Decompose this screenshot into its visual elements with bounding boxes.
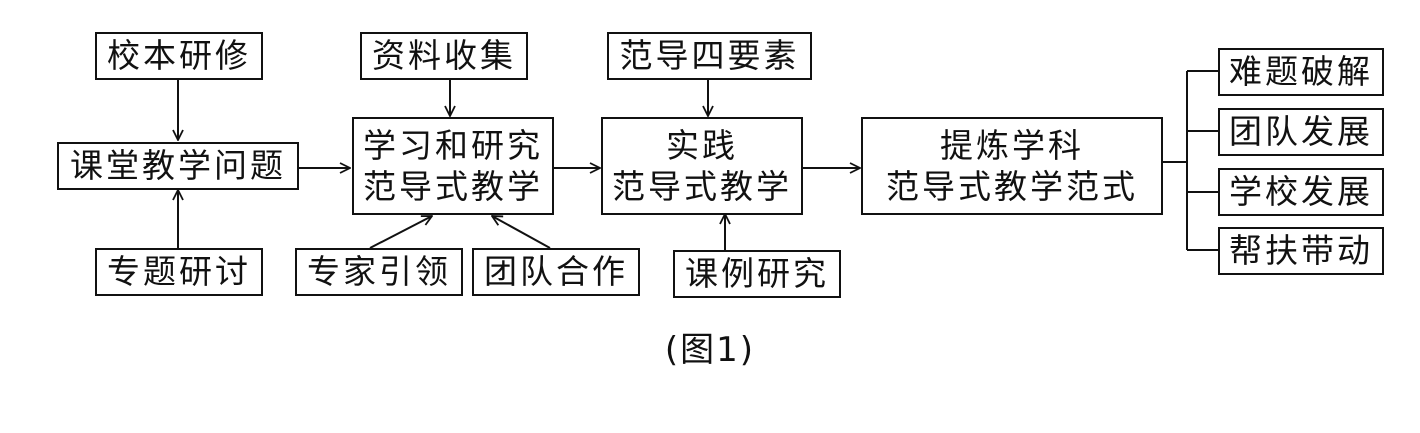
node-zhuanjia-yinling: 专家引领	[295, 248, 463, 296]
node-label: 资料收集	[372, 36, 516, 76]
node-label: 专家引领	[307, 252, 451, 292]
node-label: 校本研修	[107, 36, 251, 76]
node-tilian-xueke: 提炼学科 范导式教学范式	[861, 117, 1163, 215]
node-label: 团队合作	[484, 252, 628, 292]
node-label-line2: 范导式教学	[363, 167, 543, 206]
node-xuexiao-fazhan: 学校发展	[1218, 168, 1384, 216]
node-zhuanti-yantao: 专题研讨	[95, 248, 263, 296]
node-shijian: 实践 范导式教学	[601, 117, 803, 215]
node-label-line1: 提炼学科	[940, 125, 1084, 165]
node-ketang-jiaoxue-wenti: 课堂教学问题	[57, 142, 299, 190]
node-label: 课堂教学问题	[70, 146, 286, 186]
node-label: 专题研讨	[107, 252, 251, 292]
node-label: 课例研究	[685, 254, 829, 294]
figure-caption: (图1)	[664, 330, 756, 370]
node-xiaoben-yanxiu: 校本研修	[95, 32, 263, 80]
arrow-zhuanjia-to-xuexi	[369, 216, 432, 249]
node-label: 难题破解	[1229, 52, 1373, 92]
arrow-tuandui-to-xuexi	[492, 216, 551, 249]
node-label-line2: 范导式教学范式	[886, 167, 1138, 206]
node-tuandui-fazhan: 团队发展	[1218, 108, 1384, 156]
node-keli-yanjiu: 课例研究	[673, 250, 841, 298]
node-label-line1: 实践	[666, 125, 738, 165]
node-xuexi-yanjiu: 学习和研究 范导式教学	[352, 117, 554, 215]
node-tuandui-hezuo: 团队合作	[472, 248, 640, 296]
node-label: 范导四要素	[619, 36, 800, 76]
node-bangfu-daidong: 帮扶带动	[1218, 227, 1384, 275]
node-label: 团队发展	[1229, 112, 1373, 152]
node-label-line1: 学习和研究	[363, 125, 543, 165]
node-fandao-siyaosu: 范导四要素	[607, 32, 812, 80]
node-label: 学校发展	[1229, 172, 1373, 212]
node-label-line2: 范导式教学	[612, 167, 792, 206]
node-nanti-pojie: 难题破解	[1218, 48, 1384, 96]
node-label: 帮扶带动	[1229, 231, 1373, 271]
node-ziliao-shouji: 资料收集	[360, 32, 528, 80]
